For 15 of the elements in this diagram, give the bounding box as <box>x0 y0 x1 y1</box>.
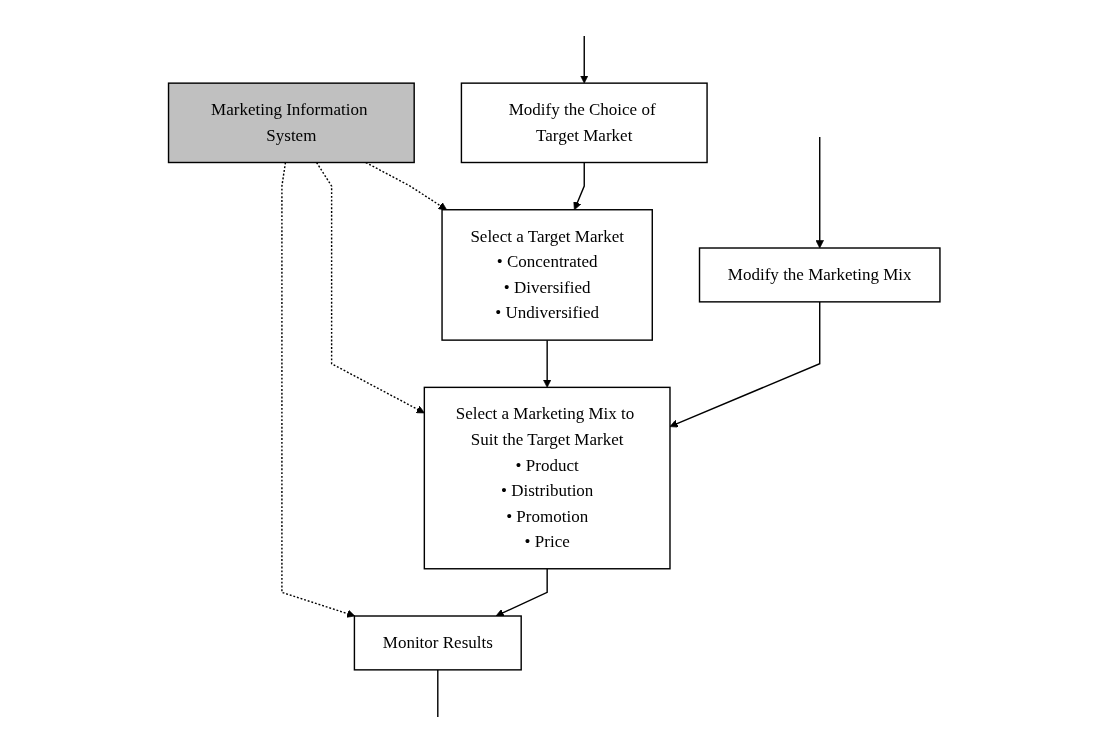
arrow <box>315 161 425 414</box>
node-box: Select a Marketing Mix to Suit the Target Market • Product • Distribution • Promotion • Price <box>423 386 671 570</box>
arrow <box>579 35 589 84</box>
arrow <box>669 301 821 428</box>
arrow <box>280 161 355 618</box>
arrow <box>573 161 585 211</box>
node-box: Monitor Results <box>353 615 522 671</box>
connector <box>436 669 439 718</box>
arrow <box>495 568 548 617</box>
arrow <box>815 136 824 249</box>
node-box: Modify the Choice of Target Market <box>460 82 708 164</box>
node-box: Marketing Information System <box>167 82 415 164</box>
node-box: Modify the Marketing Mix <box>698 247 941 303</box>
arrow <box>542 339 552 388</box>
node-box: Select a Target Market • Concentrated • Diversified • Undiversified <box>441 209 653 341</box>
